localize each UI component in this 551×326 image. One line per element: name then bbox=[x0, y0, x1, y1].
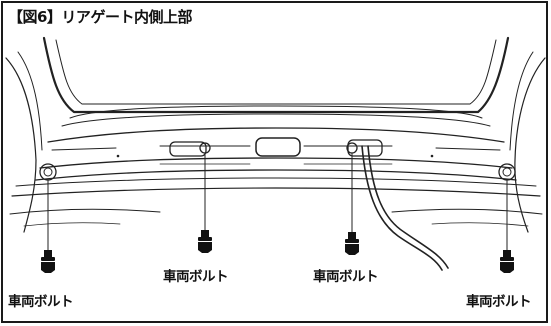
crossmember-top bbox=[47, 127, 505, 143]
wire-harness bbox=[361, 145, 443, 271]
bolt-icon bbox=[500, 250, 514, 273]
bolt-icon bbox=[41, 250, 55, 273]
callout-bolt-left: 車両ボルト bbox=[8, 294, 74, 310]
callout-bolt-right: 車両ボルト bbox=[466, 294, 532, 310]
upper-panel bbox=[42, 36, 510, 114]
bolt-hole-right bbox=[498, 163, 516, 181]
callout-bolt-center-left: 車両ボルト bbox=[163, 269, 229, 285]
slot-left bbox=[169, 141, 207, 157]
body-outline bbox=[5, 57, 37, 233]
body-outline-right bbox=[514, 57, 546, 233]
bolt-icon bbox=[345, 232, 359, 255]
figure-title: 【図6】リアゲート内側上部 bbox=[8, 8, 192, 26]
bolt-icon bbox=[198, 230, 212, 253]
bolt-hole-left bbox=[39, 163, 57, 181]
callout-bolt-center-right: 車両ボルト bbox=[313, 269, 379, 285]
crossmember-bottom bbox=[39, 157, 513, 169]
slot-center bbox=[255, 137, 301, 157]
slot-right bbox=[347, 139, 383, 157]
